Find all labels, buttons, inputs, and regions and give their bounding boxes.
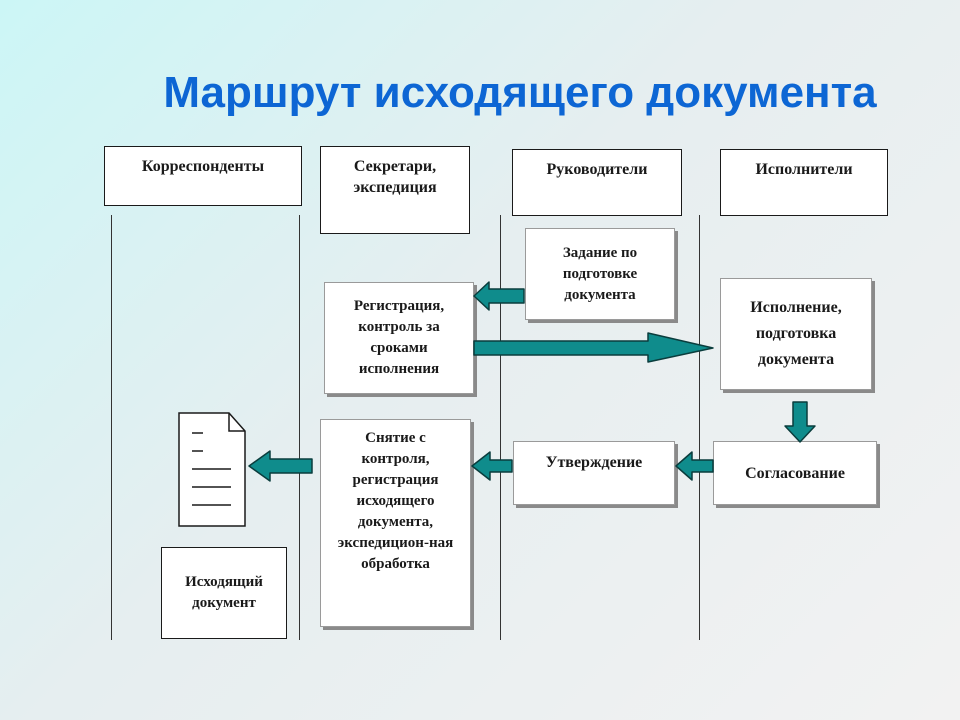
node-registration: Регистрация, контроль за сроками исполне… — [324, 282, 474, 394]
arrow-approval-to-removal — [471, 451, 513, 481]
lane-header-correspondents: Корреспонденты — [104, 146, 302, 206]
node-execution: Исполнение, подготовка документа — [720, 278, 872, 390]
arrow-agreement-to-approval — [675, 451, 714, 481]
lane-line — [111, 215, 112, 640]
arrow-removal-to-document — [248, 450, 313, 482]
page-title: Маршрут исходящего документа — [163, 68, 877, 117]
document-icon — [178, 412, 246, 527]
arrow-registration-to-execution — [473, 332, 714, 363]
node-outgoing-document: Исходящий документ — [161, 547, 287, 639]
node-task: Задание по подготовке документа — [525, 228, 675, 320]
node-agreement: Согласование — [713, 441, 877, 505]
lane-line — [500, 215, 501, 640]
lane-header-managers: Руководители — [512, 149, 682, 216]
lane-header-secretaries: Секретари, экспедиция — [320, 146, 470, 234]
lane-line — [299, 215, 300, 640]
arrow-execution-to-agreement — [784, 401, 816, 443]
lane-line — [699, 215, 700, 640]
arrow-task-to-registration — [473, 281, 525, 311]
lane-header-executors: Исполнители — [720, 149, 888, 216]
node-approval: Утверждение — [513, 441, 675, 505]
node-removal: Снятие с контроля, регистрация исходящег… — [320, 419, 471, 627]
